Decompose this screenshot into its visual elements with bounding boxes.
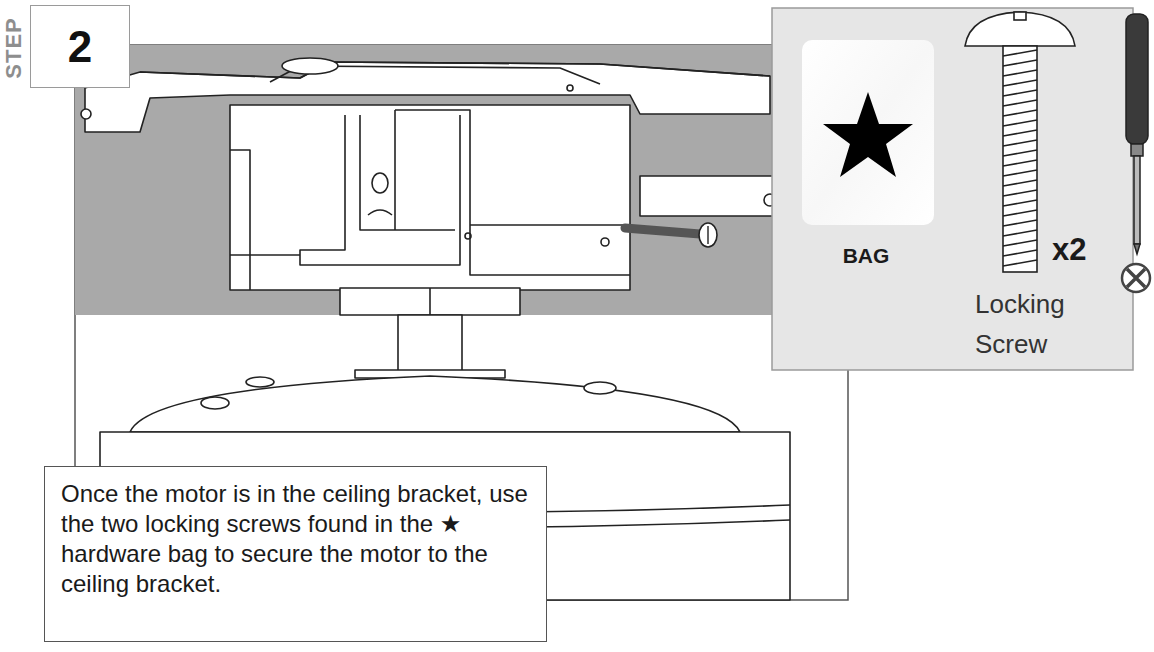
step-box: STEP2 [30,5,130,88]
part-name: Locking Screw [975,284,1087,364]
parts-panel: BAG x2Locking Screw [772,8,1133,370]
screwdriver [1126,14,1148,254]
screw-head [699,223,717,247]
quantity-label: x2 [1052,232,1102,268]
parts-panel [772,8,1133,370]
star-symbol [823,92,913,177]
bag-label: BAG [830,244,902,268]
instruction-box: Once the motor is in the ceiling bracket… [44,466,547,642]
locking-screw-inserted [625,228,700,234]
phillips-symbol [1122,264,1150,292]
hardware-bag [802,40,934,225]
instruction-text: Once the motor is in the ceiling bracket… [45,467,546,611]
step-heading: STEP [1,12,27,84]
step-number: 2 [31,6,129,87]
ceiling-band [75,45,775,315]
ceiling-bracket [81,58,776,315]
